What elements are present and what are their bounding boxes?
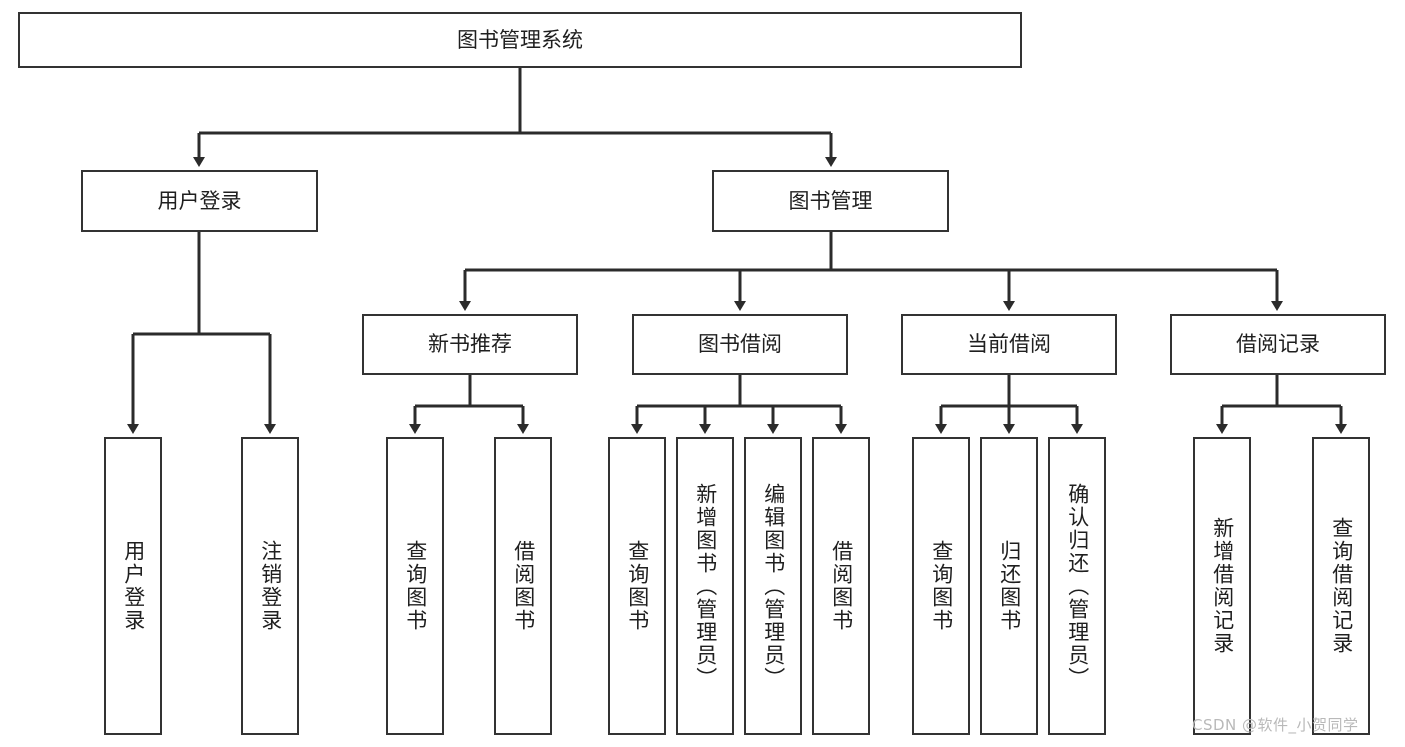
leaf-borrow-book-1-label: 借阅图书	[511, 540, 536, 632]
leaf-query-book-3-label: 查询图书	[929, 540, 954, 632]
node-root[interactable]: 图书管理系统	[18, 12, 1022, 68]
leaf-return-book-label: 归还图书	[997, 540, 1022, 632]
leaf-add-book-label: 新增图书（管理员）	[693, 482, 718, 690]
leaf-add-record-label: 新增借阅记录	[1210, 517, 1235, 655]
leaf-add-book[interactable]: 新增图书（管理员）	[676, 437, 734, 735]
leaf-query-book-3[interactable]: 查询图书	[912, 437, 970, 735]
node-new-book-recommend-label: 新书推荐	[428, 332, 512, 357]
leaf-borrow-book-2-label: 借阅图书	[829, 540, 854, 632]
leaf-edit-book-label: 编辑图书（管理员）	[761, 482, 786, 690]
node-borrow-record[interactable]: 借阅记录	[1170, 314, 1386, 375]
leaf-query-book-1-label: 查询图书	[403, 540, 428, 632]
node-borrow-record-label: 借阅记录	[1236, 332, 1320, 357]
leaf-query-book-2[interactable]: 查询图书	[608, 437, 666, 735]
node-new-book-recommend[interactable]: 新书推荐	[362, 314, 578, 375]
node-current-borrow[interactable]: 当前借阅	[901, 314, 1117, 375]
node-book-borrow-label: 图书借阅	[698, 332, 782, 357]
leaf-logout-login-label: 注销登录	[258, 540, 283, 632]
leaf-query-book-1[interactable]: 查询图书	[386, 437, 444, 735]
leaf-query-book-2-label: 查询图书	[625, 540, 650, 632]
leaf-logout-login[interactable]: 注销登录	[241, 437, 299, 735]
node-root-label: 图书管理系统	[457, 27, 583, 52]
leaf-borrow-book-2[interactable]: 借阅图书	[812, 437, 870, 735]
leaf-user-login-label: 用户登录	[121, 540, 146, 632]
leaf-edit-book[interactable]: 编辑图书（管理员）	[744, 437, 802, 735]
watermark: CSDN @软件_小贺同学	[1192, 716, 1359, 734]
node-current-borrow-label: 当前借阅	[967, 332, 1051, 357]
node-book-manage[interactable]: 图书管理	[712, 170, 949, 232]
leaf-borrow-book-1[interactable]: 借阅图书	[494, 437, 552, 735]
leaf-query-record[interactable]: 查询借阅记录	[1312, 437, 1370, 735]
node-user-login-label: 用户登录	[157, 188, 242, 213]
leaf-confirm-return[interactable]: 确认归还（管理员）	[1048, 437, 1106, 735]
node-user-login[interactable]: 用户登录	[81, 170, 318, 232]
leaf-confirm-return-label: 确认归还（管理员）	[1065, 482, 1090, 690]
leaf-add-record[interactable]: 新增借阅记录	[1193, 437, 1251, 735]
leaf-query-record-label: 查询借阅记录	[1329, 517, 1354, 655]
leaf-user-login[interactable]: 用户登录	[104, 437, 162, 735]
node-book-manage-label: 图书管理	[788, 188, 873, 213]
leaf-return-book[interactable]: 归还图书	[980, 437, 1038, 735]
node-book-borrow[interactable]: 图书借阅	[632, 314, 848, 375]
